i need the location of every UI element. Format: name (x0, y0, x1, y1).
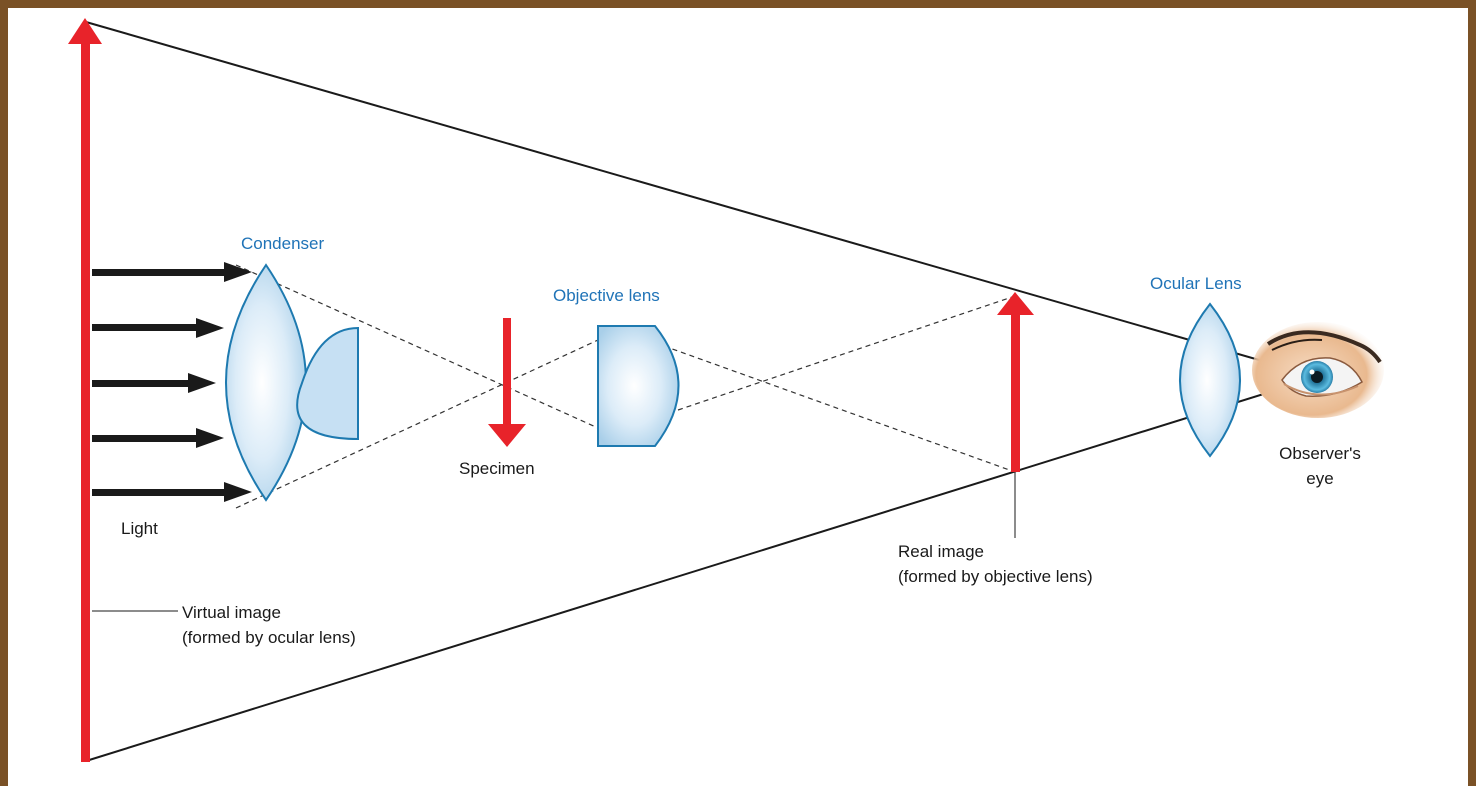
light-arrow-icon (92, 318, 224, 338)
specimen-arrow (488, 318, 526, 447)
ocular-lens (1179, 302, 1241, 458)
condenser-lens (225, 263, 307, 502)
virtual-ray-top (85, 21, 1319, 378)
light-arrow-icon (92, 428, 224, 448)
virtual-ray-bottom (85, 376, 1319, 762)
specimen-label: Specimen (459, 459, 535, 478)
real-image-arrow (997, 292, 1034, 472)
light-arrow-icon (92, 373, 216, 393)
light-arrows (92, 262, 252, 502)
objective-lens-label: Objective lens (553, 286, 660, 305)
light-arrow-icon (92, 262, 252, 282)
observer-eye-label-line1: Observer's (1279, 444, 1361, 463)
virtual-image-arrow (68, 18, 102, 762)
ocular-lens-label: Ocular Lens (1150, 274, 1242, 293)
condenser-half-lens (296, 326, 359, 441)
dashed-rays (235, 264, 1016, 509)
real-image-label-line2: (formed by objective lens) (898, 567, 1093, 586)
virtual-image-label-line2: (formed by ocular lens) (182, 628, 356, 647)
eye-icon (1252, 322, 1384, 418)
condenser-label: Condenser (241, 234, 325, 253)
virtual-image-label-line1: Virtual image (182, 603, 281, 622)
objective-lens (597, 325, 680, 447)
light-arrow-icon (92, 482, 252, 502)
real-image-label-line1: Real image (898, 542, 984, 561)
light-label: Light (121, 519, 158, 538)
observer-eye-label-line2: eye (1306, 469, 1333, 488)
